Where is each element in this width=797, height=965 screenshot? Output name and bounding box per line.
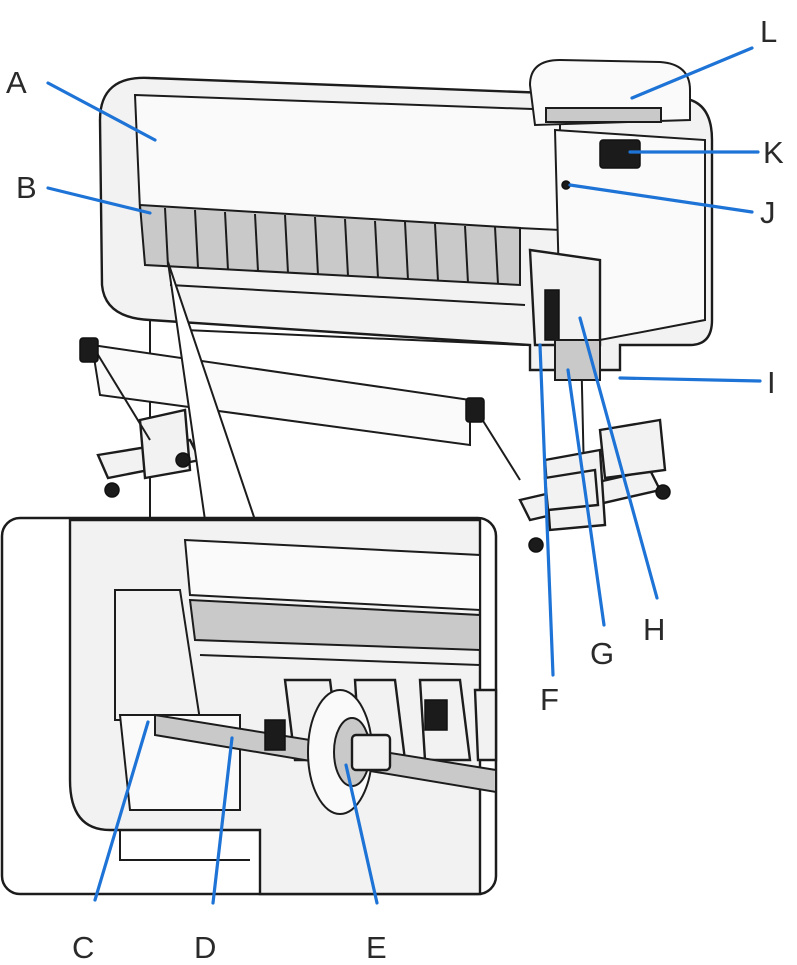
callout-d: D <box>194 930 216 965</box>
callout-f: F <box>540 682 559 717</box>
callout-letters: A B C D E F G H I J K L <box>6 14 784 965</box>
printer-body <box>98 58 714 512</box>
leader-lines <box>46 46 762 905</box>
leader-d <box>211 736 234 905</box>
printer-illustration <box>0 58 714 896</box>
leader-i <box>618 376 762 383</box>
callout-e: E <box>366 930 387 965</box>
leader-a <box>46 81 157 142</box>
leader-f <box>538 343 555 677</box>
callout-c: C <box>72 930 94 965</box>
leader-e <box>344 763 379 905</box>
callout-i: I <box>767 365 776 400</box>
callout-j: J <box>760 195 776 230</box>
callout-g: G <box>590 636 614 671</box>
leader-g <box>566 368 606 627</box>
callout-k: K <box>763 135 784 170</box>
leader-l <box>630 46 754 100</box>
leader-c <box>93 720 150 902</box>
inset-detail <box>0 516 498 896</box>
leader-b <box>46 186 152 215</box>
callout-l: L <box>760 14 777 49</box>
callout-b: B <box>16 170 37 205</box>
leader-j <box>568 183 754 214</box>
leader-h <box>578 316 659 600</box>
callout-h: H <box>643 612 665 647</box>
callout-a: A <box>6 65 27 100</box>
